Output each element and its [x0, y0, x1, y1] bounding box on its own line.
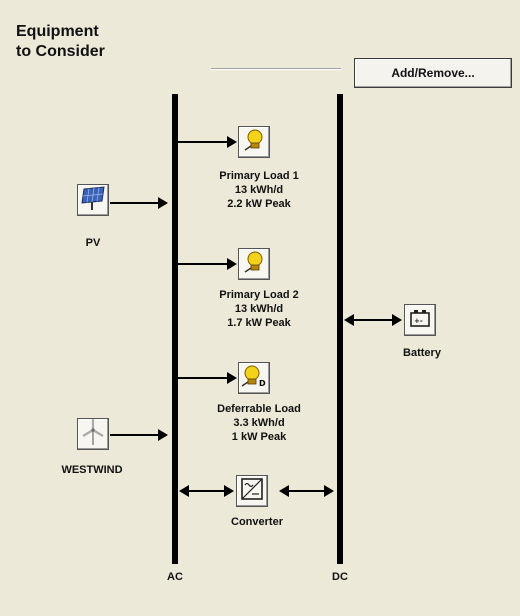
solar-panel-icon [80, 185, 106, 216]
deferrable-bulb-icon: D [241, 364, 267, 393]
connector-line [178, 263, 228, 265]
light-bulb-icon [243, 128, 265, 157]
arrow-right [324, 485, 334, 497]
title-line-1: Equipment [16, 23, 99, 40]
arrow-left [344, 314, 354, 326]
load-peak: 1.7 kW Peak [227, 317, 291, 329]
arrow-left [179, 485, 189, 497]
connector-line [110, 202, 158, 204]
primary-load-1-label: Primary Load 1 13 kWh/d 2.2 kW Peak [204, 169, 314, 211]
load-name: Primary Load 1 [219, 170, 299, 182]
westwind-button[interactable] [77, 418, 109, 450]
converter-button[interactable] [236, 475, 268, 507]
load-peak: 2.2 kW Peak [227, 198, 291, 210]
battery-button[interactable]: +- [404, 304, 436, 336]
westwind-label: WESTWIND [61, 464, 123, 476]
arrow-right [227, 136, 237, 148]
load-name: Primary Load 2 [219, 289, 299, 301]
pv-button[interactable] [77, 184, 109, 216]
arrow-right [227, 372, 237, 384]
pv-label: PV [85, 237, 101, 249]
ac-bus [172, 94, 178, 564]
load-peak: 1 kW Peak [231, 431, 287, 443]
load-energy: 3.3 kWh/d [233, 417, 285, 429]
arrow-right [392, 314, 402, 326]
connector-line [186, 490, 226, 492]
svg-text:D: D [259, 379, 266, 388]
dc-bus-label: DC [332, 571, 348, 583]
svg-text:+-: +- [414, 317, 423, 325]
connector-line [178, 377, 228, 379]
converter-icon [240, 477, 264, 506]
primary-load-2-button[interactable] [238, 248, 270, 280]
connector-line [350, 319, 394, 321]
arrow-right [158, 429, 168, 441]
connector-line [178, 141, 228, 143]
connector-line [110, 434, 158, 436]
add-remove-button[interactable]: Add/Remove... [354, 58, 512, 88]
battery-label: Battery [403, 347, 441, 359]
wind-turbine-icon [80, 418, 106, 451]
light-bulb-icon [243, 250, 265, 279]
load-energy: 13 kWh/d [234, 184, 284, 196]
arrow-left [279, 485, 289, 497]
section-title: Equipment to Consider [16, 22, 105, 62]
connector-line [286, 490, 326, 492]
title-line-2: to Consider [16, 43, 105, 60]
primary-load-2-label: Primary Load 2 13 kWh/d 1.7 kW Peak [204, 288, 314, 330]
load-name: Deferrable Load [217, 403, 301, 415]
arrow-right [224, 485, 234, 497]
arrow-right [158, 197, 168, 209]
converter-label: Converter [231, 516, 283, 528]
load-energy: 13 kWh/d [234, 303, 284, 315]
deferrable-load-button[interactable]: D [238, 362, 270, 394]
arrow-right [227, 258, 237, 270]
battery-icon: +- [408, 307, 432, 334]
deferrable-load-label: Deferrable Load 3.3 kWh/d 1 kW Peak [198, 402, 320, 444]
ac-bus-label: AC [167, 571, 183, 583]
divider [211, 68, 341, 70]
primary-load-1-button[interactable] [238, 126, 270, 158]
dc-bus [337, 94, 343, 564]
